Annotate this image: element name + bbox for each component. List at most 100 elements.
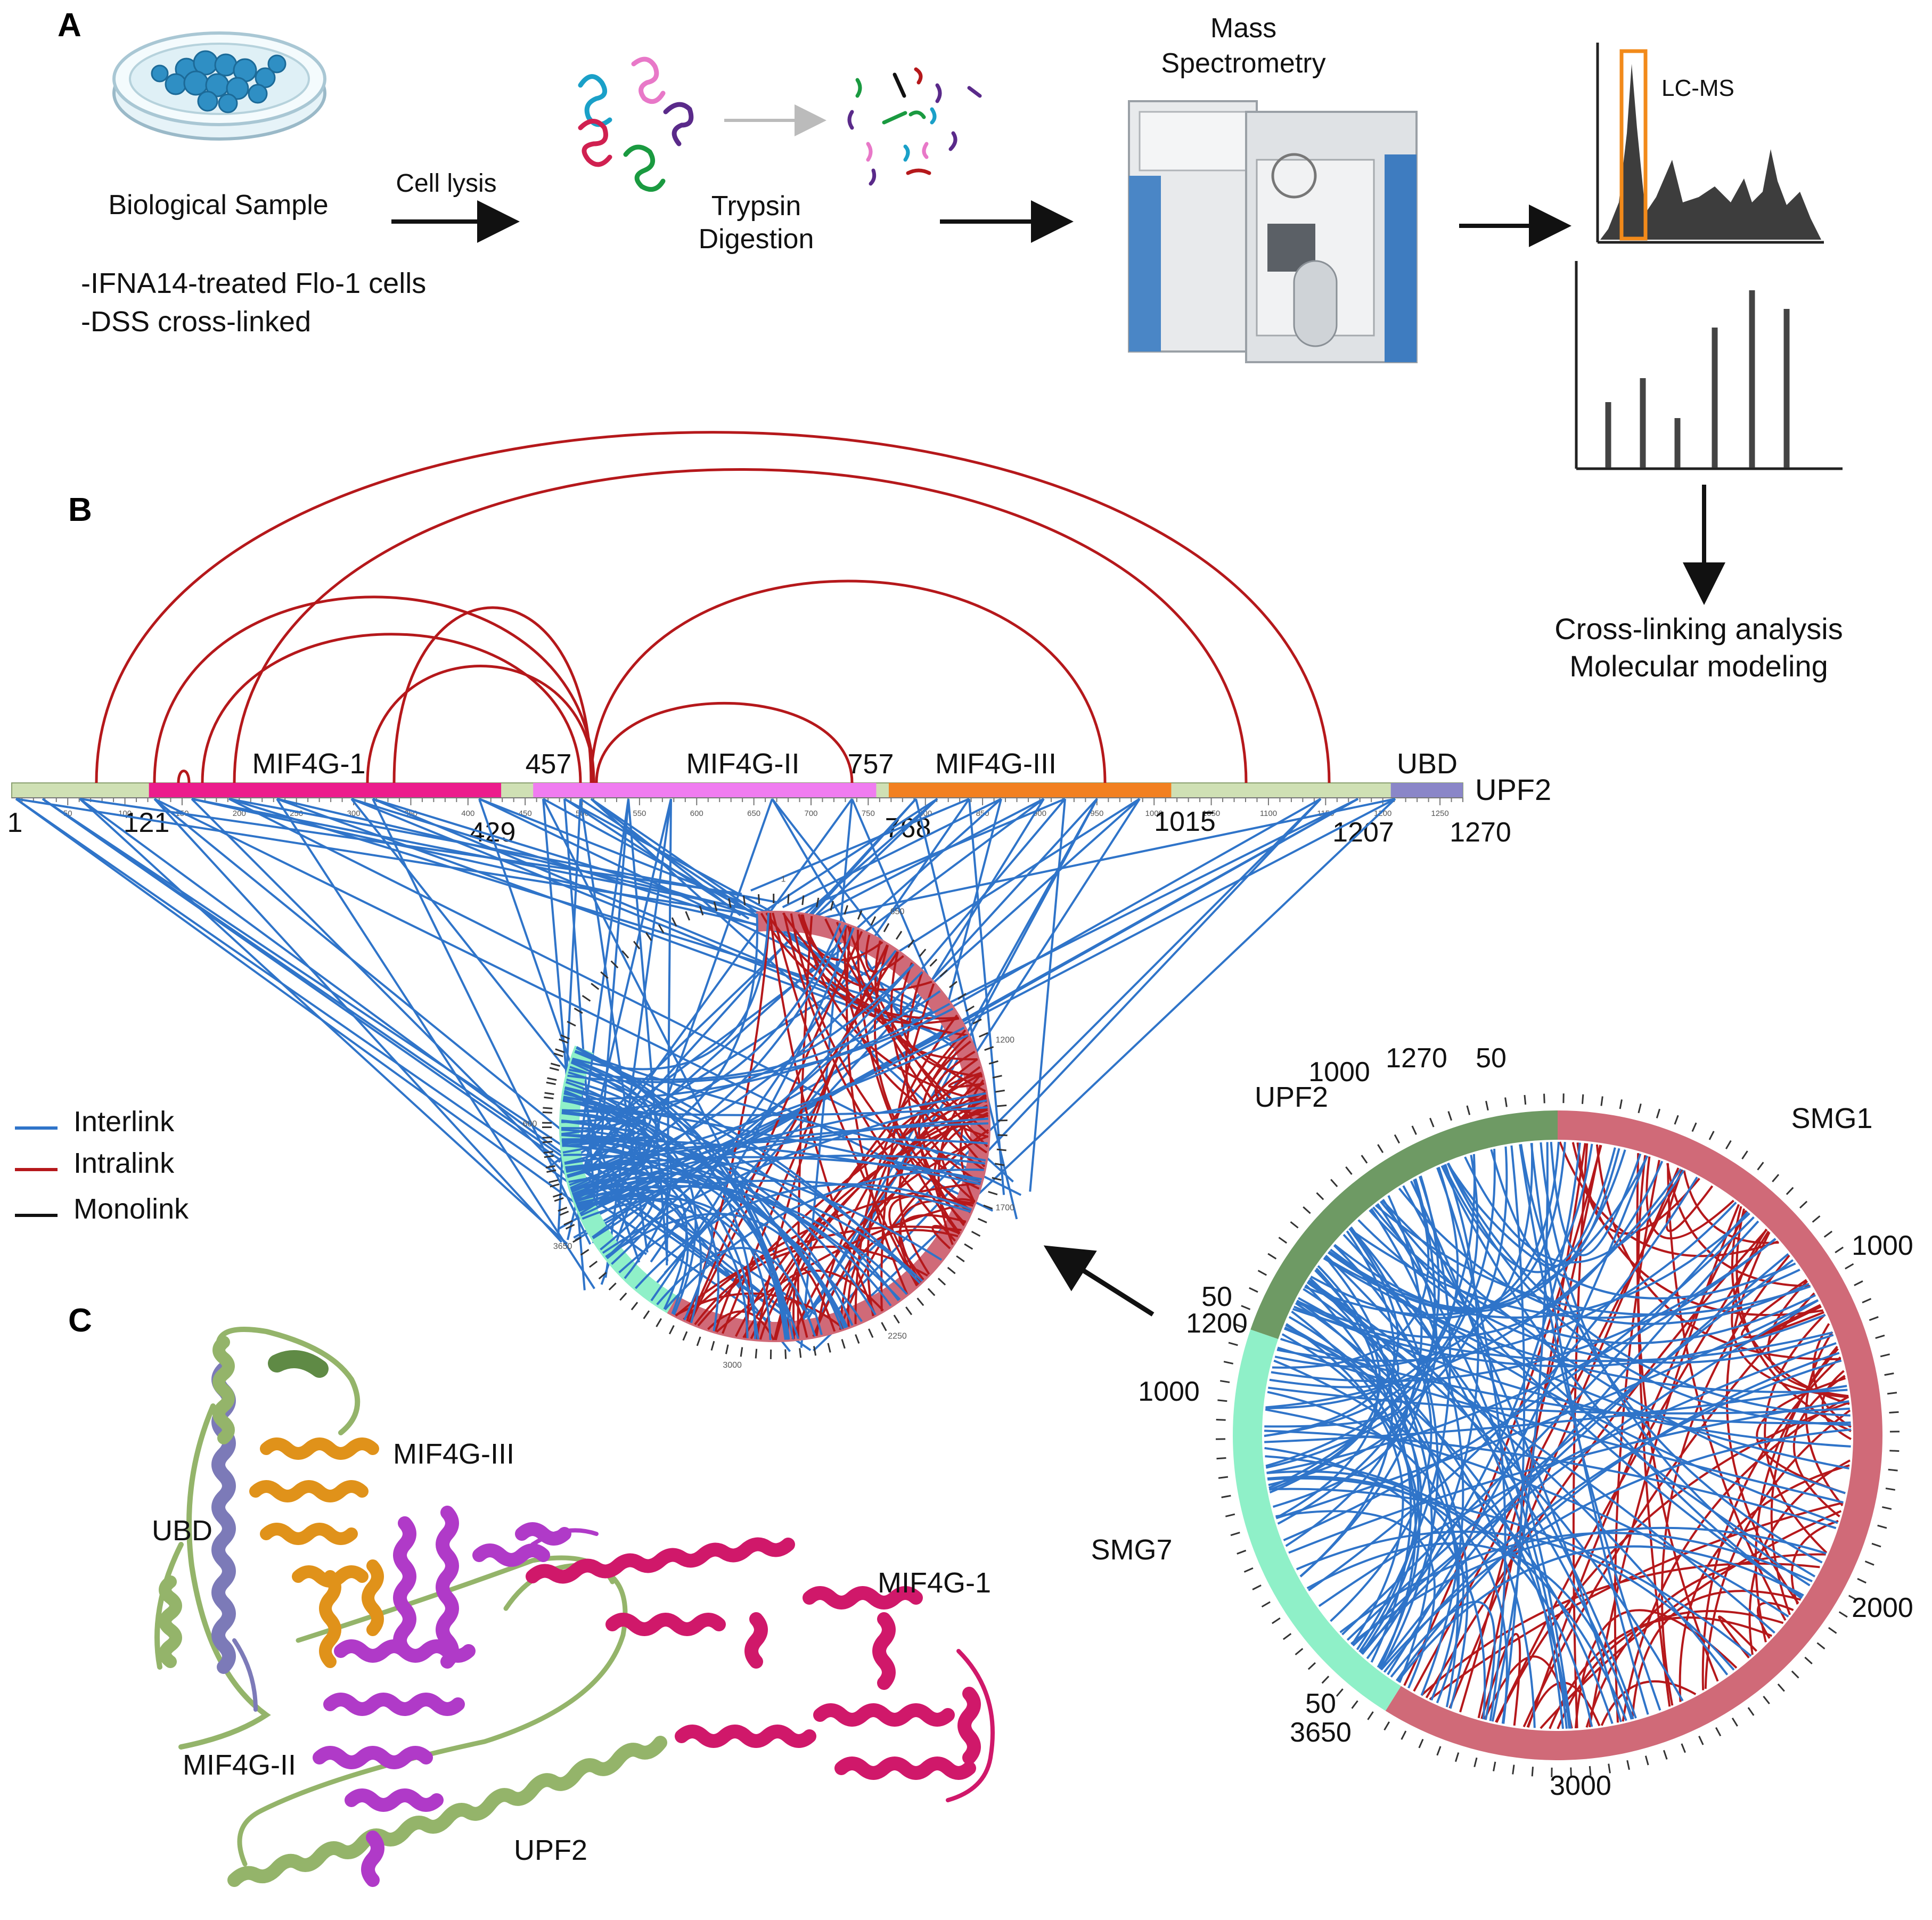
circos-tick [1862,1298,1872,1304]
circos-tick [740,1347,743,1357]
circos-tick [988,1060,998,1065]
sample-note-1: -IFNA14-treated Flo-1 cells [81,267,426,299]
interlink-line [1265,1455,1627,1721]
circos-tick [710,1341,715,1351]
axis-tick-label: 1050 [1202,809,1220,818]
interlink-line [1275,1268,1379,1519]
circos-tick [582,995,591,1002]
circos-axis-label: 2250 [888,1331,907,1341]
circos-tick [827,1343,831,1353]
circos-tick [1230,1532,1240,1537]
interlink-line [1304,1155,1649,1316]
circos-tick [801,895,805,905]
circos-tick [1871,1542,1881,1548]
interlink-line [563,798,597,1220]
circos-axis-label: 3000 [723,1361,742,1370]
interlink-line [1398,1188,1810,1325]
interlink-line [1295,1302,1536,1728]
panel-label-a: A [58,7,81,44]
circos-tick [813,1346,817,1356]
intralink-arc [153,595,595,783]
circos-tick [787,894,790,904]
intralink-arc [95,431,1331,783]
interlink-line [1294,1305,1826,1368]
interlink-line [575,1188,655,1259]
circos-tick [1257,1270,1267,1276]
circos-tick [870,916,877,926]
interlink-line [562,1099,651,1200]
intralink-line [1748,1459,1851,1655]
circos-label-smg7: SMG7 [1091,1534,1172,1566]
domain-mif4g-ii [533,783,877,798]
intralink-line [921,1040,981,1183]
circos-tick [1708,1131,1715,1140]
domain-label-ubd: UBD [1397,748,1458,780]
interlink-line [276,798,890,1022]
interlink-line [1501,1145,1526,1724]
circos-tick [1436,1746,1442,1756]
circos-tick [1454,1752,1460,1762]
axis-tick-label: 750 [862,809,875,818]
position-label-457: 457 [526,749,572,780]
intralink-line [1718,1615,1757,1658]
intralink-line [865,934,904,973]
circos-tick [544,1096,554,1099]
circos-axis-label: 1700 [995,1203,1014,1212]
interlink-line [618,1216,714,1321]
circos-plot-overview [1216,1093,1900,1777]
circos-tick [883,923,890,933]
circos-tick [572,1236,582,1243]
intralink-line [847,1229,959,1327]
circos-tick [544,1092,554,1095]
circos-tick [633,941,641,950]
interlink-line [1264,1155,1479,1437]
interlink-line [1296,1530,1735,1671]
interlink-line [1330,1244,1432,1622]
interlink-line [565,1165,688,1310]
circos-tick [1261,1601,1271,1608]
interlink-line [1318,1342,1837,1607]
circos-tick [983,1204,993,1210]
interlink-line [79,798,568,1245]
circos-tick [546,1169,556,1173]
intralink-line [898,1214,967,1285]
circos-tick [547,1077,557,1081]
structure-label-mif4g1: MIF4G-1 [878,1567,991,1599]
interlink-line [561,1126,636,1143]
digestion-label-2: Digestion [699,224,814,255]
circos-tick [1869,1316,1879,1321]
interlink-line [567,1071,660,1178]
circos-tick [1681,1743,1686,1753]
interlink-line [1264,1327,1403,1428]
intralink-arc [177,770,191,783]
circos-tick [895,930,903,940]
circos-tick [1885,1488,1896,1491]
circos-tick-label: 1270 [1386,1043,1447,1074]
circos-tick [844,905,848,915]
circos-tick [610,960,619,969]
axis-tick-label: 950 [1090,809,1103,818]
interlink-line [782,798,1002,909]
circos-tick [1394,1134,1401,1144]
intralink-line [839,1106,988,1330]
position-label-1270: 1270 [1450,817,1511,848]
interlink-line [1397,1545,1804,1682]
interlink-line [1491,1142,1549,1722]
circos-tick [1626,1760,1630,1770]
domain-label-mif4g2: MIF4G-II [686,748,800,780]
circos-tick [1243,1567,1254,1573]
circos-tick [1429,1117,1435,1128]
circos-tick [1848,1595,1858,1601]
circos-tick [977,1218,987,1223]
interlink-line [1265,1168,1682,1409]
interlink-line [1283,1216,1755,1541]
interlink-line [1372,1206,1803,1598]
structure-label-ubd: UBD [152,1515,212,1547]
interlink-line [664,798,1098,1274]
circos-tick [598,1272,607,1280]
position-label-1015: 1015 [1154,806,1216,837]
interlink-line [656,1247,816,1337]
intralink-line [774,1108,988,1341]
interlink-line [813,798,1396,1352]
